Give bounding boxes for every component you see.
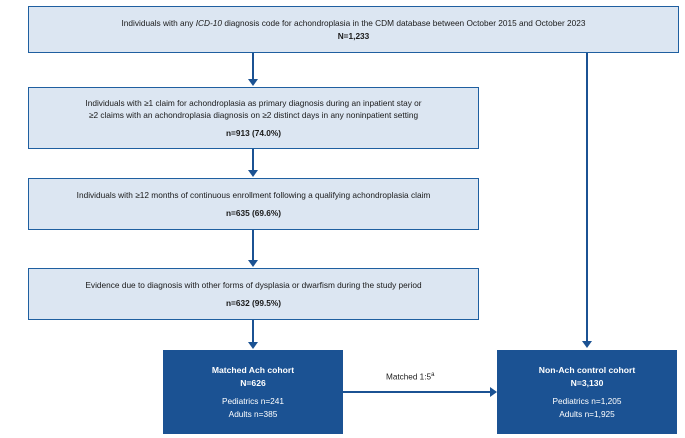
box-exclusion-line1: Evidence due to diagnosis with other for…	[85, 280, 422, 291]
box-exclusion: Evidence due to diagnosis with other for…	[28, 268, 479, 320]
arrowhead-total-to-claims	[248, 79, 258, 86]
cohort-ach-count: N=626	[240, 377, 266, 388]
box-enrollment-count: n=635 (69.6%)	[225, 207, 282, 218]
cohort-control: Non-Ach control cohort N=3,130 Pediatric…	[497, 350, 677, 434]
box-total-line1-italic: ICD-10	[195, 18, 223, 29]
box-enrollment: Individuals with ≥12 months of continuou…	[28, 178, 479, 230]
matched-ratio-text: Matched 1:5	[386, 372, 432, 382]
connector-claims-to-enrollment	[252, 149, 254, 172]
cohort-ach-pediatrics: Pediatrics n=241	[221, 396, 285, 407]
box-enrollment-line1: Individuals with ≥12 months of continuou…	[76, 190, 431, 201]
box-exclusion-count: n=632 (99.5%)	[225, 297, 282, 308]
connector-total-to-control	[586, 53, 588, 342]
box-total-line1-pre: Individuals with any	[121, 18, 196, 29]
connector-enrollment-to-exclusion	[252, 230, 254, 262]
cohort-control-title: Non-Ach control cohort	[538, 364, 636, 375]
cohort-control-adults: Adults n=1,925	[559, 408, 615, 419]
cohort-control-count: N=3,130	[570, 377, 604, 388]
box-total-line1: Individuals with any ICD-10 diagnosis co…	[37, 17, 670, 29]
box-total-line1-post: diagnosis code for achondroplasia in the…	[222, 18, 586, 29]
connector-ach-to-control	[182, 391, 492, 393]
arrowhead-total-to-control	[582, 341, 592, 348]
cohort-ach-title: Matched Ach cohort	[211, 364, 295, 375]
box-total-count: N=1,233	[337, 30, 370, 41]
arrowhead-exclusion-to-ach	[248, 342, 258, 349]
cohort-control-pediatrics: Pediatrics n=1,205	[552, 396, 622, 407]
box-claims-count: n=913 (74.0%)	[225, 127, 282, 138]
arrowhead-ach-to-control	[490, 387, 497, 397]
matched-ratio-footnote: a	[431, 372, 435, 378]
connector-total-to-claims	[252, 53, 254, 81]
arrowhead-claims-to-enrollment	[248, 170, 258, 177]
arrowhead-enrollment-to-exclusion	[248, 260, 258, 267]
connector-exclusion-to-ach	[252, 320, 254, 344]
box-claims-line1: Individuals with ≥1 claim for achondropl…	[85, 98, 422, 109]
box-total: Individuals with any ICD-10 diagnosis co…	[28, 6, 679, 53]
box-claims: Individuals with ≥1 claim for achondropl…	[28, 87, 479, 149]
cohort-ach-adults: Adults n=385	[228, 408, 278, 419]
box-claims-line2: ≥2 claims with an achondroplasia diagnos…	[88, 110, 419, 121]
matched-ratio-label: Matched 1:5a	[386, 372, 434, 382]
